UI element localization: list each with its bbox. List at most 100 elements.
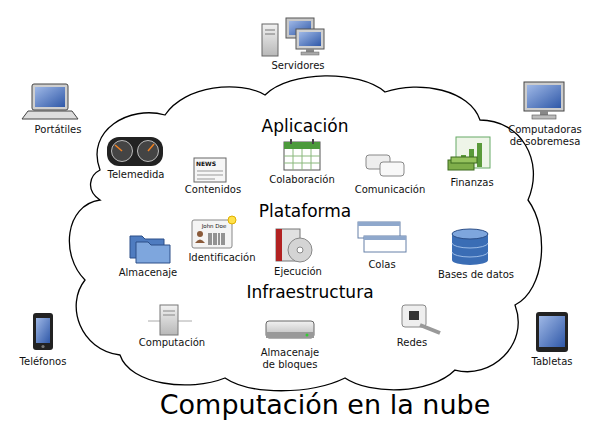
newspaper-icon-part bbox=[197, 179, 215, 180]
server-icon-part bbox=[160, 305, 178, 335]
phone-icon bbox=[33, 313, 53, 350]
desktop-icon-part bbox=[532, 115, 556, 119]
item-label: Telemedida bbox=[108, 169, 165, 181]
id-card-icon-part bbox=[209, 233, 224, 245]
hard-drive-icon bbox=[266, 321, 314, 338]
newspaper-icon-part bbox=[197, 175, 223, 176]
servers-icon-part bbox=[262, 24, 278, 56]
hard-drive-icon-part bbox=[306, 334, 309, 337]
item-label: Computadoras de sobremesa bbox=[503, 124, 587, 148]
layer-heading: Infraestructura bbox=[246, 283, 373, 302]
network-port-icon-part bbox=[402, 305, 426, 327]
servers-icon-part bbox=[296, 29, 324, 49]
folder-icon bbox=[130, 236, 170, 263]
id-card-icon-part bbox=[195, 240, 205, 244]
database-icon bbox=[452, 229, 488, 265]
hard-drive-icon-part bbox=[266, 332, 314, 338]
gauge-icon-part bbox=[148, 144, 154, 151]
item-label: Ejecución bbox=[274, 266, 322, 278]
gauge-icon-part bbox=[138, 141, 159, 162]
servers-icon-part bbox=[265, 34, 275, 35]
phone-icon-part bbox=[41, 345, 44, 348]
chat-icon bbox=[366, 155, 404, 176]
laptop-icon bbox=[22, 84, 78, 119]
item-label: Colas bbox=[368, 259, 395, 271]
gauge-icon-part bbox=[115, 145, 122, 151]
item-label: Tabletas bbox=[531, 356, 572, 368]
desktop-icon-part bbox=[540, 111, 548, 115]
chat-icon-part bbox=[380, 162, 404, 176]
hard-drive-icon-part bbox=[266, 321, 314, 338]
network-port-icon bbox=[402, 305, 440, 333]
gauge-icon-part bbox=[112, 141, 133, 162]
id-card-icon-part bbox=[192, 220, 232, 248]
id-card-icon bbox=[192, 216, 236, 248]
item-label: Teléfonos bbox=[20, 356, 67, 368]
desktop-icon-part bbox=[524, 82, 564, 111]
calendar-icon bbox=[284, 139, 320, 170]
server-icon-part bbox=[163, 311, 175, 312]
item-label: Identificación bbox=[188, 252, 255, 264]
item-label: Almacenaje bbox=[119, 267, 178, 279]
item-label: Bases de datos bbox=[438, 269, 514, 281]
diagram-title: Computación en la nube bbox=[160, 389, 491, 420]
calendar-icon-part bbox=[290, 139, 292, 144]
layer-heading: Aplicación bbox=[262, 117, 349, 136]
gauge-icon bbox=[107, 137, 163, 166]
item-label: Computación bbox=[139, 337, 205, 349]
network-port-icon-part bbox=[420, 325, 440, 333]
server-icon bbox=[148, 305, 192, 335]
servers-icon-part bbox=[306, 49, 314, 52]
finance-icon-part bbox=[477, 143, 482, 167]
calendar-icon-part bbox=[312, 139, 314, 144]
software-box-icon-part bbox=[276, 229, 282, 261]
item-label: John Doe bbox=[202, 223, 227, 230]
software-box-icon-part bbox=[297, 247, 303, 253]
gauge-icon-part bbox=[107, 137, 163, 166]
finance-icon-part bbox=[451, 157, 477, 163]
calendar-icon-part bbox=[284, 149, 320, 170]
newspaper-icon bbox=[194, 158, 226, 182]
desktop-icon bbox=[524, 82, 564, 119]
database-icon-part bbox=[452, 229, 488, 239]
queue-icon-part bbox=[358, 222, 400, 226]
laptop-icon-part bbox=[32, 84, 68, 110]
item-label: Servidores bbox=[271, 60, 324, 72]
id-card-icon-part bbox=[197, 231, 203, 237]
desktop-icon-part bbox=[527, 85, 561, 108]
queue-icon-part bbox=[364, 236, 406, 240]
servers-icon-part bbox=[265, 30, 275, 31]
laptop-icon-part bbox=[35, 87, 65, 107]
queue-icon-part bbox=[364, 236, 406, 252]
software-box-icon bbox=[276, 229, 312, 262]
item-label: Finanzas bbox=[450, 177, 493, 189]
software-box-icon-part bbox=[288, 238, 312, 262]
phone-icon-part bbox=[36, 318, 50, 343]
item-label: Portátiles bbox=[35, 124, 82, 136]
folder-icon-part bbox=[136, 242, 170, 263]
finance-icon bbox=[448, 137, 490, 170]
cloud-shape bbox=[69, 76, 541, 391]
servers-icon-part bbox=[301, 52, 319, 55]
item-label: Colaboración bbox=[269, 174, 334, 186]
tablet-icon-part bbox=[539, 316, 565, 347]
item-label: Almacenaje de bloques bbox=[254, 347, 326, 371]
layer-heading: Plataforma bbox=[259, 202, 352, 221]
network-port-icon-part bbox=[409, 311, 419, 320]
phone-icon-part bbox=[33, 313, 53, 350]
servers-icon bbox=[262, 18, 324, 56]
item-label: Redes bbox=[397, 337, 427, 349]
id-card-icon-part bbox=[228, 216, 236, 224]
queue-icon bbox=[358, 222, 406, 252]
item-label: Contenidos bbox=[185, 184, 241, 196]
calendar-icon-part bbox=[284, 142, 320, 149]
calendar-icon-part bbox=[284, 142, 320, 170]
servers-icon-part bbox=[299, 32, 321, 46]
tablet-icon-part bbox=[536, 312, 568, 352]
laptop-icon-part bbox=[22, 111, 78, 119]
newspaper-icon-part bbox=[197, 171, 223, 172]
database-icon-part bbox=[452, 243, 488, 257]
server-icon-part bbox=[163, 315, 175, 316]
item-label: Comunicación bbox=[355, 184, 426, 196]
